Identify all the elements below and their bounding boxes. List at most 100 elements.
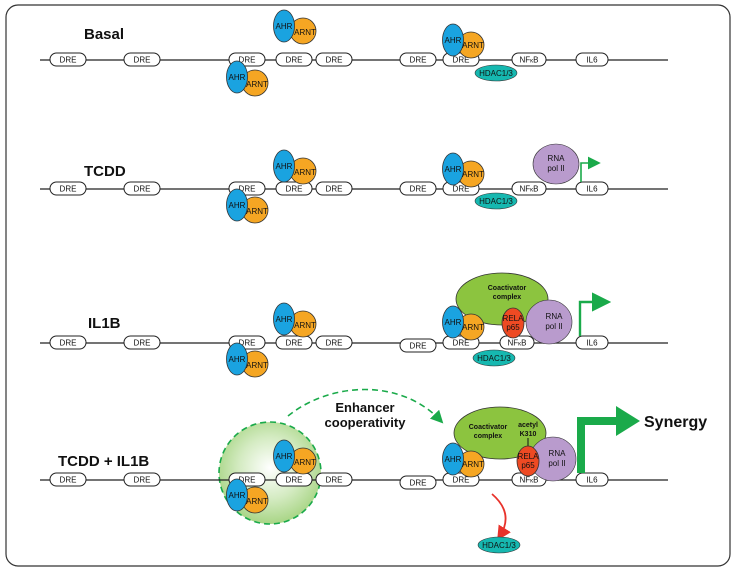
dre-element: DRE xyxy=(275,472,313,487)
svg-text:NFκB: NFκB xyxy=(519,476,538,485)
svg-text:HDAC1/3: HDAC1/3 xyxy=(479,69,513,78)
svg-text:AHR: AHR xyxy=(445,36,462,45)
ahr-arnt-complex: AHR ARNT xyxy=(442,305,485,341)
svg-text:AHR: AHR xyxy=(445,318,462,327)
ahr-protein xyxy=(273,9,295,43)
svg-text:Coactivator: Coactivator xyxy=(469,424,508,431)
svg-text:IL6: IL6 xyxy=(586,185,598,194)
svg-text:DRE: DRE xyxy=(286,339,303,348)
rela-p65-protein: RELA p65 xyxy=(516,445,540,477)
synergy-label: Synergy xyxy=(644,414,707,431)
svg-text:AHR: AHR xyxy=(276,22,293,31)
svg-text:DRE: DRE xyxy=(453,185,470,194)
svg-text:HDAC1/3: HDAC1/3 xyxy=(477,354,511,363)
ahr-arnt-complex: AHR ARNT xyxy=(442,442,485,478)
svg-text:ARNT: ARNT xyxy=(246,361,268,370)
svg-text:ARNT: ARNT xyxy=(246,80,268,89)
row-label-basal: Basal xyxy=(84,26,124,43)
ahr-protein xyxy=(226,188,248,222)
svg-text:DRE: DRE xyxy=(410,185,427,194)
svg-text:DRE: DRE xyxy=(286,56,303,65)
svg-text:DRE: DRE xyxy=(60,339,77,348)
nfkb-element: NFκB xyxy=(511,52,547,67)
svg-text:AHR: AHR xyxy=(276,162,293,171)
synergy-arrow xyxy=(577,417,618,473)
svg-text:ARNT: ARNT xyxy=(246,497,268,506)
ahr-protein xyxy=(226,60,248,94)
acetyl-k310-label: acetyl xyxy=(518,422,538,429)
svg-text:DRE: DRE xyxy=(326,339,343,348)
row-tcdd: TCDD DRE DRE DRE DRE DRE DRE DRE NFκB IL… xyxy=(40,143,668,224)
ahr-protein xyxy=(442,23,464,57)
row-label-il1b: IL1B xyxy=(88,315,121,332)
svg-text:ARNT: ARNT xyxy=(294,458,316,467)
dre-element: DRE xyxy=(49,472,87,487)
ahr-arnt-complex: AHR ARNT xyxy=(442,152,485,188)
dre-element: DRE xyxy=(123,335,161,350)
il6-gene: IL6 xyxy=(575,52,609,67)
svg-text:DRE: DRE xyxy=(134,476,151,485)
ahr-protein xyxy=(442,305,464,339)
ahr-arnt-complex: AHR ARNT xyxy=(273,149,317,185)
svg-text:DRE: DRE xyxy=(134,56,151,65)
svg-text:pol II: pol II xyxy=(548,459,565,468)
svg-text:RELA: RELA xyxy=(518,452,540,461)
svg-text:complex: complex xyxy=(493,294,522,301)
dre-element: DRE xyxy=(399,52,437,67)
svg-text:RNA: RNA xyxy=(546,312,564,321)
svg-text:AHR: AHR xyxy=(445,455,462,464)
dre-element: DRE xyxy=(275,335,313,350)
svg-text:AHR: AHR xyxy=(276,452,293,461)
dre-element: DRE xyxy=(49,335,87,350)
hdac-protein: HDAC1/3 xyxy=(477,536,521,554)
dre-element: DRE xyxy=(49,181,87,196)
nfkb-element: NFκB xyxy=(511,181,547,196)
ahr-protein xyxy=(442,152,464,186)
il6-gene: IL6 xyxy=(575,335,609,350)
svg-text:NFκB: NFκB xyxy=(519,185,538,194)
coactivator-complex: Coactivator complex xyxy=(455,272,549,326)
svg-text:DRE: DRE xyxy=(239,476,256,485)
svg-text:DRE: DRE xyxy=(134,339,151,348)
svg-text:ARNT: ARNT xyxy=(294,321,316,330)
dre-element: DRE xyxy=(315,181,353,196)
dre-element: DRE xyxy=(315,472,353,487)
enhancer-cooperativity-arrow xyxy=(287,388,444,424)
svg-text:ARNT: ARNT xyxy=(462,323,484,332)
svg-text:DRE: DRE xyxy=(453,476,470,485)
svg-text:IL6: IL6 xyxy=(586,339,598,348)
row-label-tcdd: TCDD xyxy=(84,163,126,180)
svg-text:DRE: DRE xyxy=(239,339,256,348)
svg-text:pol II: pol II xyxy=(547,164,564,173)
il6-gene: IL6 xyxy=(575,472,609,487)
svg-text:IL6: IL6 xyxy=(586,476,598,485)
svg-text:NFκB: NFκB xyxy=(519,56,538,65)
svg-text:RNA: RNA xyxy=(548,154,566,163)
ahr-protein xyxy=(273,439,295,473)
svg-text:DRE: DRE xyxy=(286,185,303,194)
rna-polymerase-ii: RNA pol II xyxy=(525,299,573,345)
dre-element: DRE xyxy=(399,475,437,490)
svg-text:IL6: IL6 xyxy=(586,56,598,65)
svg-text:DRE: DRE xyxy=(326,476,343,485)
ahr-arnt-complex: AHR ARNT xyxy=(273,302,317,338)
svg-text:AHR: AHR xyxy=(445,165,462,174)
dre-element: DRE xyxy=(123,472,161,487)
row-il1b: IL1B DRE DRE DRE DRE DRE DRE DRE NFκB IL… xyxy=(40,272,668,378)
dre-element: DRE xyxy=(123,181,161,196)
hdac-eviction-arrow xyxy=(491,493,511,541)
svg-text:ARNT: ARNT xyxy=(462,170,484,179)
svg-text:DRE: DRE xyxy=(60,476,77,485)
svg-text:ARNT: ARNT xyxy=(246,207,268,216)
hdac-protein: HDAC1/3 xyxy=(474,192,518,210)
dre-element: DRE xyxy=(399,181,437,196)
hdac-protein: HDAC1/3 xyxy=(472,349,516,367)
dre-element: DRE xyxy=(275,52,313,67)
svg-text:NFκB: NFκB xyxy=(507,339,526,348)
dre-element: DRE xyxy=(399,338,437,353)
enhancer-cooperativity-label: cooperativity xyxy=(325,415,407,430)
svg-text:DRE: DRE xyxy=(453,339,470,348)
svg-text:Coactivator: Coactivator xyxy=(488,285,527,292)
svg-text:DRE: DRE xyxy=(410,479,427,488)
svg-text:ARNT: ARNT xyxy=(462,460,484,469)
